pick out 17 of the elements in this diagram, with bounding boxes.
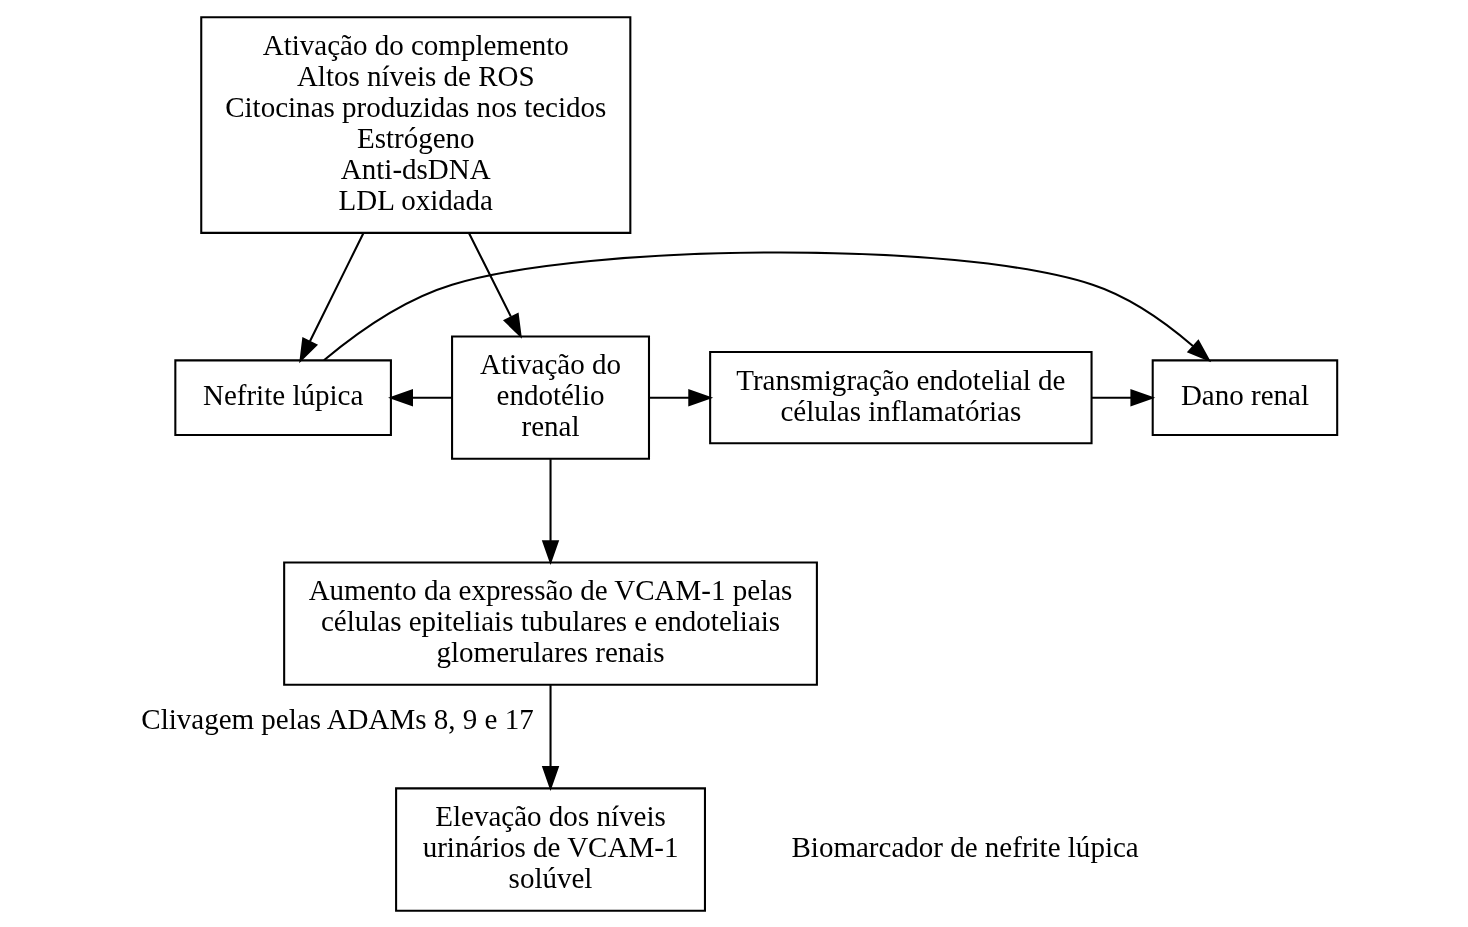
node-box: Transmigração endotelial de células inflamatórias [708,350,1093,444]
node-box: Elevação dos níveis urinários de VCAM-1 solúvel [394,786,706,912]
node-box: Dano renal [1151,358,1338,436]
arrow [387,388,452,406]
arrow [467,232,522,339]
arrow [298,232,364,363]
arrow [648,388,713,406]
node-box: Ativação do endotélio renal [450,335,650,460]
node-label: Biomarcador de nefrite lúpica [790,830,1139,863]
node-box: Aumento da expressão de VCAM-1 pelas células epiteliais tubulares e endoteliais glomerulares renais [282,560,818,686]
node-box: Nefrite lúpica [173,358,392,436]
edge-label: Clivagem pelas ADAMs 8, 9 e 17 [140,702,534,735]
arrow [322,250,1211,362]
arrow [541,684,559,791]
arrow [541,458,559,565]
arrow [1091,388,1155,406]
node-box: Ativação do complemento Altos níveis de ROS Citocinas produzidas nos tecidos Estrógeno Anti-dsDNA LDL oxidada [199,15,631,234]
